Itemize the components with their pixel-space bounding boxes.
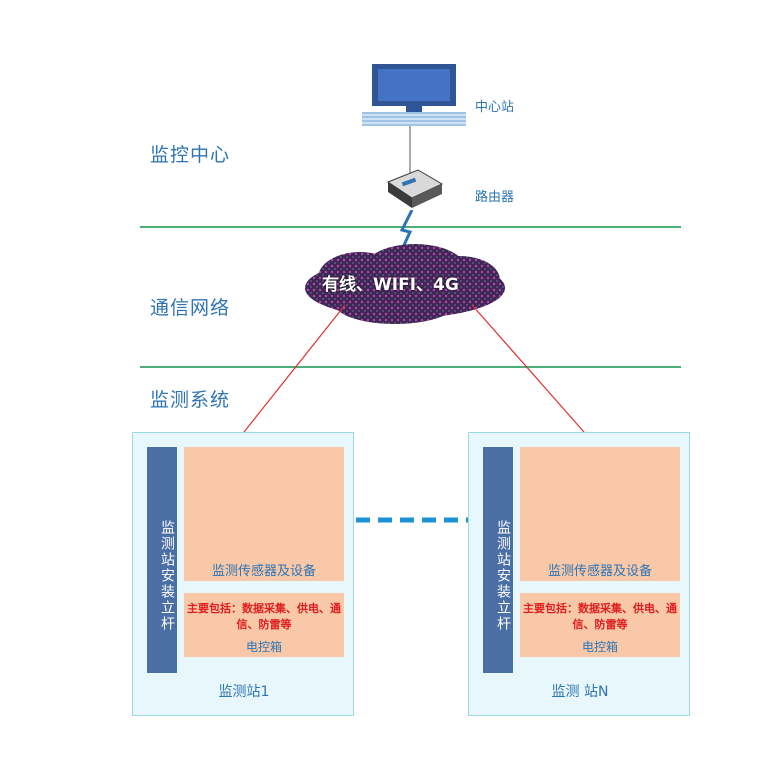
network-types-label: 有线、WIFI、4G (322, 275, 459, 295)
control-box-description: 主要包括：数据采集、供电、通信、防雷等 (523, 602, 677, 631)
divider-network-monitoring (140, 366, 681, 368)
station-pole: 监测站安装立杆 (483, 447, 513, 673)
zone-label-center: 监控中心 (150, 144, 231, 166)
pole-label: 监测站安装立杆 (159, 520, 175, 632)
link-to-station-1 (243, 304, 346, 433)
pole-label: 监测站安装立杆 (495, 520, 511, 632)
link-to-station-n (471, 304, 585, 433)
station-pole: 监测站安装立杆 (147, 447, 177, 673)
router-label: 路由器 (475, 190, 515, 205)
sensor-label: 监测传感器及设备 (547, 564, 652, 579)
station-name: 监测站1 (218, 684, 270, 700)
station-n: 监测站安装立杆 监测传感器及设备 主要包括：数据采集、供电、通信、防雷等 电控箱… (468, 432, 690, 716)
zone-label-network: 通信网络 (150, 297, 231, 319)
sensor-box: 监测传感器及设备 (184, 447, 344, 581)
zone-label-monitoring: 监测系统 (150, 389, 231, 411)
computer-icon (362, 64, 466, 126)
control-box: 主要包括：数据采集、供电、通信、防雷等 电控箱 (520, 593, 680, 657)
control-box-label: 电控箱 (581, 640, 618, 654)
cloud-icon (305, 244, 505, 324)
sensor-box: 监测传感器及设备 (520, 447, 680, 581)
control-box-description: 主要包括：数据采集、供电、通信、防雷等 (187, 602, 341, 631)
station-1: 监测站安装立杆 监测传感器及设备 主要包括：数据采集、供电、通信、防雷等 电控箱… (132, 432, 354, 716)
control-box: 主要包括：数据采集、供电、通信、防雷等 电控箱 (184, 593, 344, 657)
wireless-signal-icon (398, 210, 414, 254)
station-name: 监测 站N (551, 684, 609, 700)
router-icon (386, 169, 444, 208)
center-station-label: 中心站 (475, 100, 515, 115)
computer-router-link (409, 126, 411, 176)
control-box-label: 电控箱 (245, 640, 282, 654)
sensor-label: 监测传感器及设备 (211, 564, 316, 579)
divider-center-network (140, 226, 681, 228)
